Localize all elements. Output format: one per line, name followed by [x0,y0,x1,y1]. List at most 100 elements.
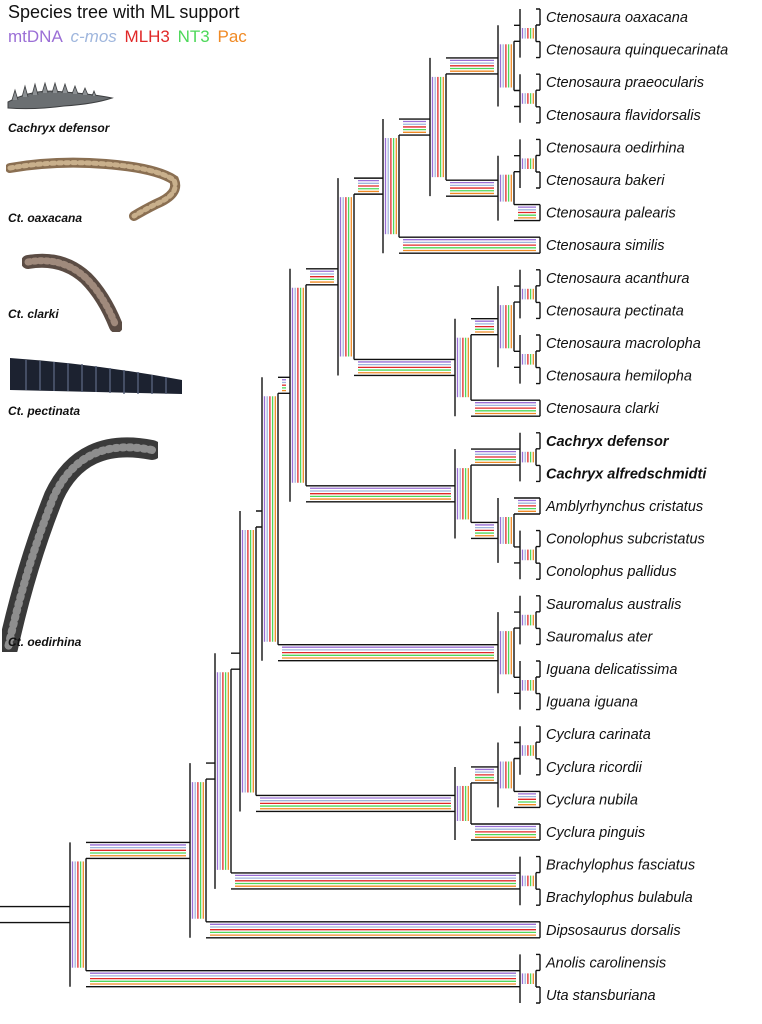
node-outline [497,286,515,368]
taxon-label: Iguana iguana [546,695,638,711]
node-outline [189,763,207,938]
figure-title: Species tree with ML support [8,2,240,22]
taxon-label: Brachylophus fasciatus [546,858,695,874]
taxon-label: Cyclura nubila [546,792,638,808]
node-outline [69,842,87,987]
taxon-label: Ctenosaura clarki [546,401,660,417]
branch-outline [231,652,240,670]
branch-outline [514,203,540,222]
taxon-label: Cachryx alfredschmidti [546,466,707,482]
node-outline [497,612,515,694]
node-outline [497,498,515,563]
branch-outline [514,790,540,809]
branch-outline [471,448,520,466]
node-outline [454,449,472,539]
node-outline [519,432,537,482]
node-outline [497,25,515,107]
node-outline [519,661,537,710]
node-outline [289,268,307,502]
node-outline [519,595,537,645]
curled-tail-photo-icon [6,157,181,221]
branch-outline [354,358,455,377]
branch-outline [446,57,498,75]
branch-outline [399,118,430,136]
branch-outline [256,510,262,528]
node-outline [239,510,257,812]
branch-outline [278,644,498,662]
branch-outline [471,399,540,417]
branch-outline [514,497,540,515]
node-outline [519,954,537,1003]
taxon-label: Uta stansburiana [546,988,656,1004]
gene-legend: mtDNA c-mos MLH3 NT3 Pac [8,27,250,47]
taxon-label: Sauromalus australis [546,597,681,613]
taxon-label: Ctenosaura oaxacana [546,10,688,26]
photo-caption-ct-clarki: Ct. clarki [8,307,59,321]
branch-outline [86,841,190,860]
taxon-label: Brachylophus bulabula [546,890,693,906]
curved-tail-photo-icon [22,253,122,332]
taxon-label: Conolophus subcristatus [546,532,705,548]
taxon-label: Ctenosaura pectinata [546,303,684,319]
node-outline [519,269,537,319]
dark-tail-photo-icon [10,358,182,394]
branch-outline [514,676,520,694]
branch-outline [399,236,540,254]
node-outline [519,139,537,188]
node-outline [429,57,447,197]
taxon-label: Amblyrhynchus cristatus [545,499,703,515]
taxon-label: Cyclura ricordii [546,760,643,776]
root-stem [0,905,70,924]
taxon-label: Ctenosaura palearis [546,206,676,222]
photo-caption-ct-pectinata: Ct. pectinata [8,404,81,418]
node-outline [519,726,537,775]
branch-outline [471,766,498,784]
legend-nt3: NT3 [177,27,210,46]
branch-outline [471,823,540,841]
node-outline [261,377,279,661]
branch-outline [306,268,338,286]
taxon-label: Sauromalus ater [546,629,654,645]
taxon-label: Anolis carolinensis [545,955,666,971]
node-outline [519,9,537,58]
node-outline [519,74,537,123]
taxon-label: Dipsosaurus dorsalis [546,923,681,939]
node-outline [519,856,537,906]
taxon-label: Conolophus pallidus [546,564,677,580]
branch-outline [86,970,520,988]
branch-outline [514,741,520,760]
branch-outline [206,762,215,780]
taxon-label: Ctenosaura oedirhina [546,140,685,156]
legend-mlh3: MLH3 [124,27,170,46]
taxon-label: Cyclura carinata [546,727,651,743]
branch-outline [514,611,520,629]
taxon-label: Ctenosaura quinquecarinata [546,43,728,59]
taxon-label: Ctenosaura praeocularis [546,75,704,91]
photo-caption-ct-oedirhina: Ct. oedirhina [8,635,82,649]
taxon-label: Cachryx defensor [546,434,670,450]
node-outline [337,178,355,376]
legend-pac: Pac [217,27,247,46]
taxon-label: Ctenosaura flavidorsalis [546,108,701,124]
taxon-label: Cyclura pinguis [546,825,645,841]
branch-outline [206,921,540,939]
node-outline [519,530,537,580]
taxon-label: Ctenosaura acanthura [546,271,690,287]
photo-caption-cachryx-defensor: Cachryx defensor [8,121,110,135]
photo-caption-ct-oaxacana: Ct. oaxacana [8,211,83,225]
branch-outline [278,376,290,394]
node-outline [454,766,472,840]
node-outline [519,335,537,384]
branch-outline [446,179,498,197]
branch-outline [256,794,455,813]
legend-cmos: c-mos [70,27,117,46]
node-outline [382,119,400,254]
branch-outline [471,521,498,540]
branch-outline [514,155,520,173]
branch-outline [306,485,455,503]
node-outline [497,742,515,808]
branch-outline [514,546,520,564]
node-outline [497,155,515,221]
branch-outline [514,285,520,303]
